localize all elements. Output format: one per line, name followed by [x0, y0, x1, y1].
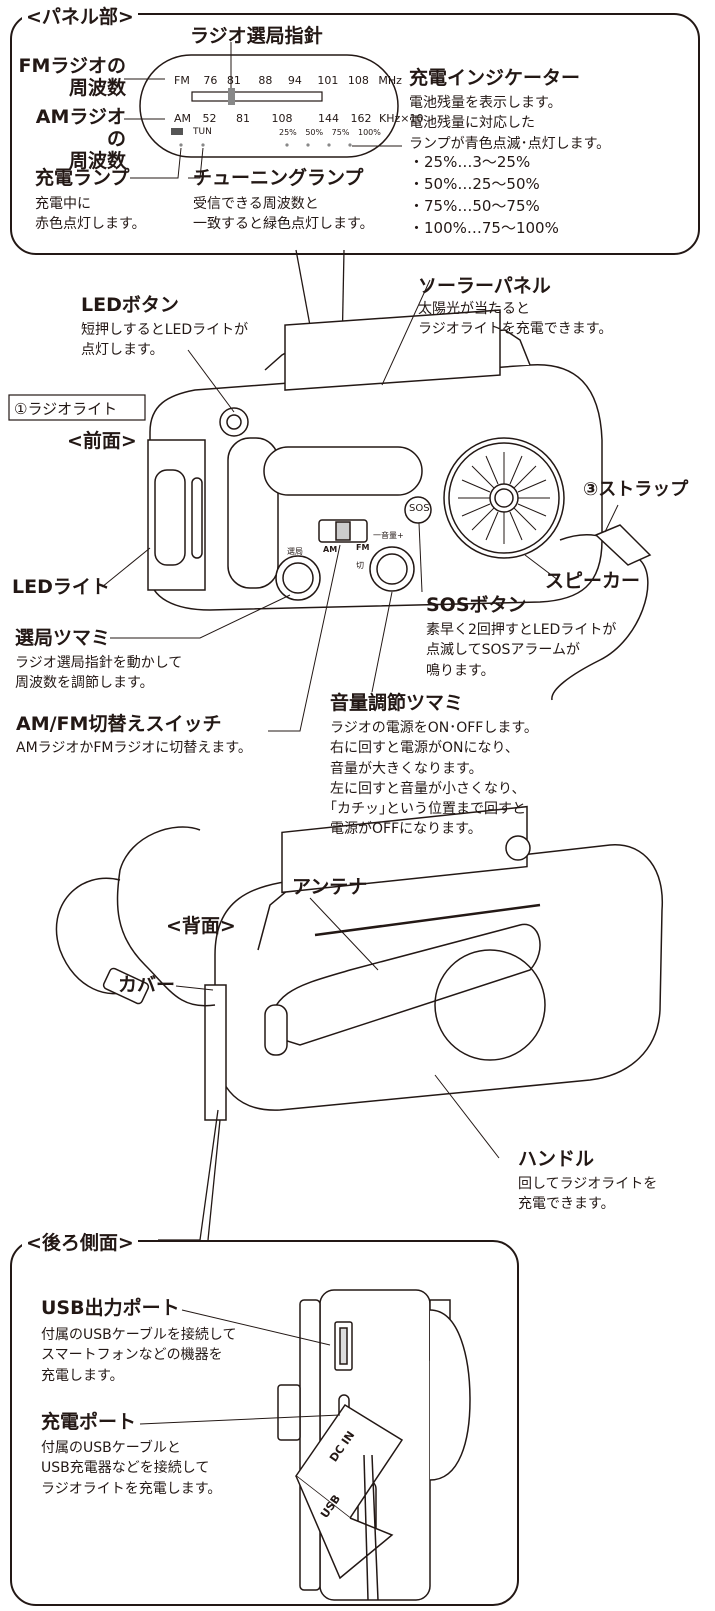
dial-fm-tick: 88: [258, 74, 273, 87]
front-view-title: <前面>: [67, 430, 137, 452]
dial-fm-tick: 94: [287, 74, 302, 87]
dial-am-tick: 144: [318, 112, 340, 125]
led-button-title: LEDボタン: [81, 294, 179, 316]
band-switch-title: AM/FM切替えスイッチ: [16, 713, 222, 735]
rear-side-title: <後ろ側面>: [22, 1228, 138, 1255]
charge-lamp-desc: 充電中に 赤色点灯します。: [35, 196, 146, 233]
sos-button-title: SOSボタン: [426, 594, 527, 616]
speaker-label: スピーカー: [545, 570, 641, 592]
device-fm-mark: FM: [356, 543, 370, 552]
band-switch-desc: AMラジオかFMラジオに切替えます。: [16, 740, 252, 756]
antenna-label: アンテナ: [292, 876, 368, 898]
radio-front-illustration: [147, 309, 603, 611]
dial-am-row: AM 52 81 108 144 162 KHz×10: [174, 112, 424, 125]
usb-out-title: USB出力ポート: [41, 1297, 180, 1319]
dial-am-tick: 81: [236, 112, 251, 125]
volume-knob-desc: ラジオの電源をON･OFFします。 右に回すと電源がONになり、 音量が大きくな…: [330, 720, 538, 838]
lamp-50-dot: [306, 143, 310, 147]
dial-pct-75: 75%: [331, 128, 350, 137]
device-off-mark: 切: [356, 561, 364, 570]
tuning-lamp-dot: [201, 143, 205, 147]
indicator-level: ・50%…25～50%: [409, 175, 540, 193]
charge-port-desc: 付属のUSBケーブルと USB充電器などを接続して ラジオライトを充電します。: [41, 1440, 222, 1497]
led-light-label: LEDライト: [12, 576, 110, 598]
solar-panel-desc: 太陽光が当たると ラジオライトを充電できます。: [418, 301, 613, 338]
dial-am-label: AM: [174, 112, 192, 125]
tuning-needle: [228, 88, 235, 105]
indicator-level: ・25%…3～25%: [409, 153, 531, 171]
radio-back-illustration: [204, 805, 664, 1121]
device-tune-mark: 選局: [287, 547, 303, 556]
dial-am-tick: 162: [350, 112, 372, 125]
tuning-lamp-desc: 受信できる周波数と 一致すると緑色点灯します。: [193, 196, 374, 233]
charge-indicator-title: 充電インジケーター: [409, 67, 581, 89]
antenna-rod: [314, 903, 541, 937]
tuning-lamp-title: チューニングランプ: [193, 167, 364, 189]
dial-scale-bar: [191, 91, 323, 102]
strap-label: ③ストラップ: [583, 479, 689, 500]
strap-back-cord: [116, 826, 216, 1007]
dial-pct-25: 25%: [279, 128, 297, 137]
dial-fm-tick: 81: [226, 74, 241, 87]
charge-lamp-title: 充電ランプ: [35, 167, 130, 189]
back-view-title: <背面>: [166, 915, 236, 937]
cover-label: カバー: [118, 974, 176, 996]
fm-frequency-label: FMラジオの 周波数: [18, 55, 126, 99]
dial-fm-row: FM 76 81 88 94 101 108 MHz: [174, 74, 402, 87]
lamp-25-dot: [285, 143, 289, 147]
speaker-grille: [458, 452, 550, 544]
indicator-level: ・75%…50～75%: [409, 197, 540, 215]
usb-out-desc: 付属のUSBケーブルを接続して スマートフォンなどの機器を 充電します。: [41, 1327, 237, 1384]
dial-pct-50: 50%: [305, 128, 324, 137]
dial-tun-label: TUN: [193, 127, 212, 137]
device-am-mark: AM: [323, 545, 338, 554]
led-button-desc: 短押しするとLEDライトが 点灯します。: [81, 322, 249, 359]
lamp-75-dot: [327, 143, 331, 147]
dial-fm-tick: MHz: [378, 74, 402, 87]
am-frequency-label: AMラジオの 周波数: [35, 106, 126, 172]
dial-fm-tick: 108: [347, 74, 369, 87]
dial-pct-100: 100%: [357, 128, 381, 137]
charge-lamp-dot: [179, 143, 183, 147]
volume-knob-title: 音量調節ツマミ: [330, 692, 464, 714]
handle-desc: 回してラジオライトを 充電できます。: [518, 1176, 658, 1213]
strap-grip: [594, 524, 652, 566]
lamp-100-dot: [348, 143, 352, 147]
tuning-knob-desc: ラジオ選局指針を動かして 周波数を調節します。: [15, 655, 183, 692]
charge-indicator-desc: 電池残量を表示します。 電池残量に対応した ランプが青色点滅･点灯します。: [409, 95, 611, 152]
sos-button-desc: 素早く2回押すとLEDライトが 点滅してSOSアラームが 鳴ります。: [426, 622, 617, 679]
strap-back-grip: [102, 967, 150, 1005]
tuning-needle-label: ラジオ選局指針: [190, 25, 323, 47]
dial-fm-tick: 76: [203, 74, 218, 87]
dial-fm-label: FM: [174, 74, 190, 87]
rear-side-illustration: [277, 1289, 471, 1601]
solar-panel-title: ソーラーパネル: [418, 275, 551, 297]
device-sos-mark: SOS: [409, 503, 430, 514]
charge-port-title: 充電ポート: [41, 1411, 137, 1433]
handle-title: ハンドル: [518, 1148, 595, 1170]
tuning-knob-title: 選局ツマミ: [15, 627, 111, 649]
dial-fm-tick: 101: [317, 74, 339, 87]
dial-am-tick: 52: [202, 112, 217, 125]
indicator-level: ・100%…75～100%: [409, 219, 559, 237]
rear-side-frame: [10, 1240, 519, 1606]
dial-am-tick: KHz×10: [379, 112, 424, 125]
dial-am-tick: 108: [271, 112, 293, 125]
panel-section-title: <パネル部>: [22, 2, 138, 29]
radio-dial-panel: [139, 54, 399, 158]
battery-mark: [171, 128, 183, 135]
dial-pct-row: 25% 50% 75% 100%: [279, 128, 381, 137]
product-label: ①ラジオライト: [14, 400, 118, 418]
device-vol-mark: 一音量+: [373, 531, 404, 540]
product-label-box: [8, 394, 146, 421]
